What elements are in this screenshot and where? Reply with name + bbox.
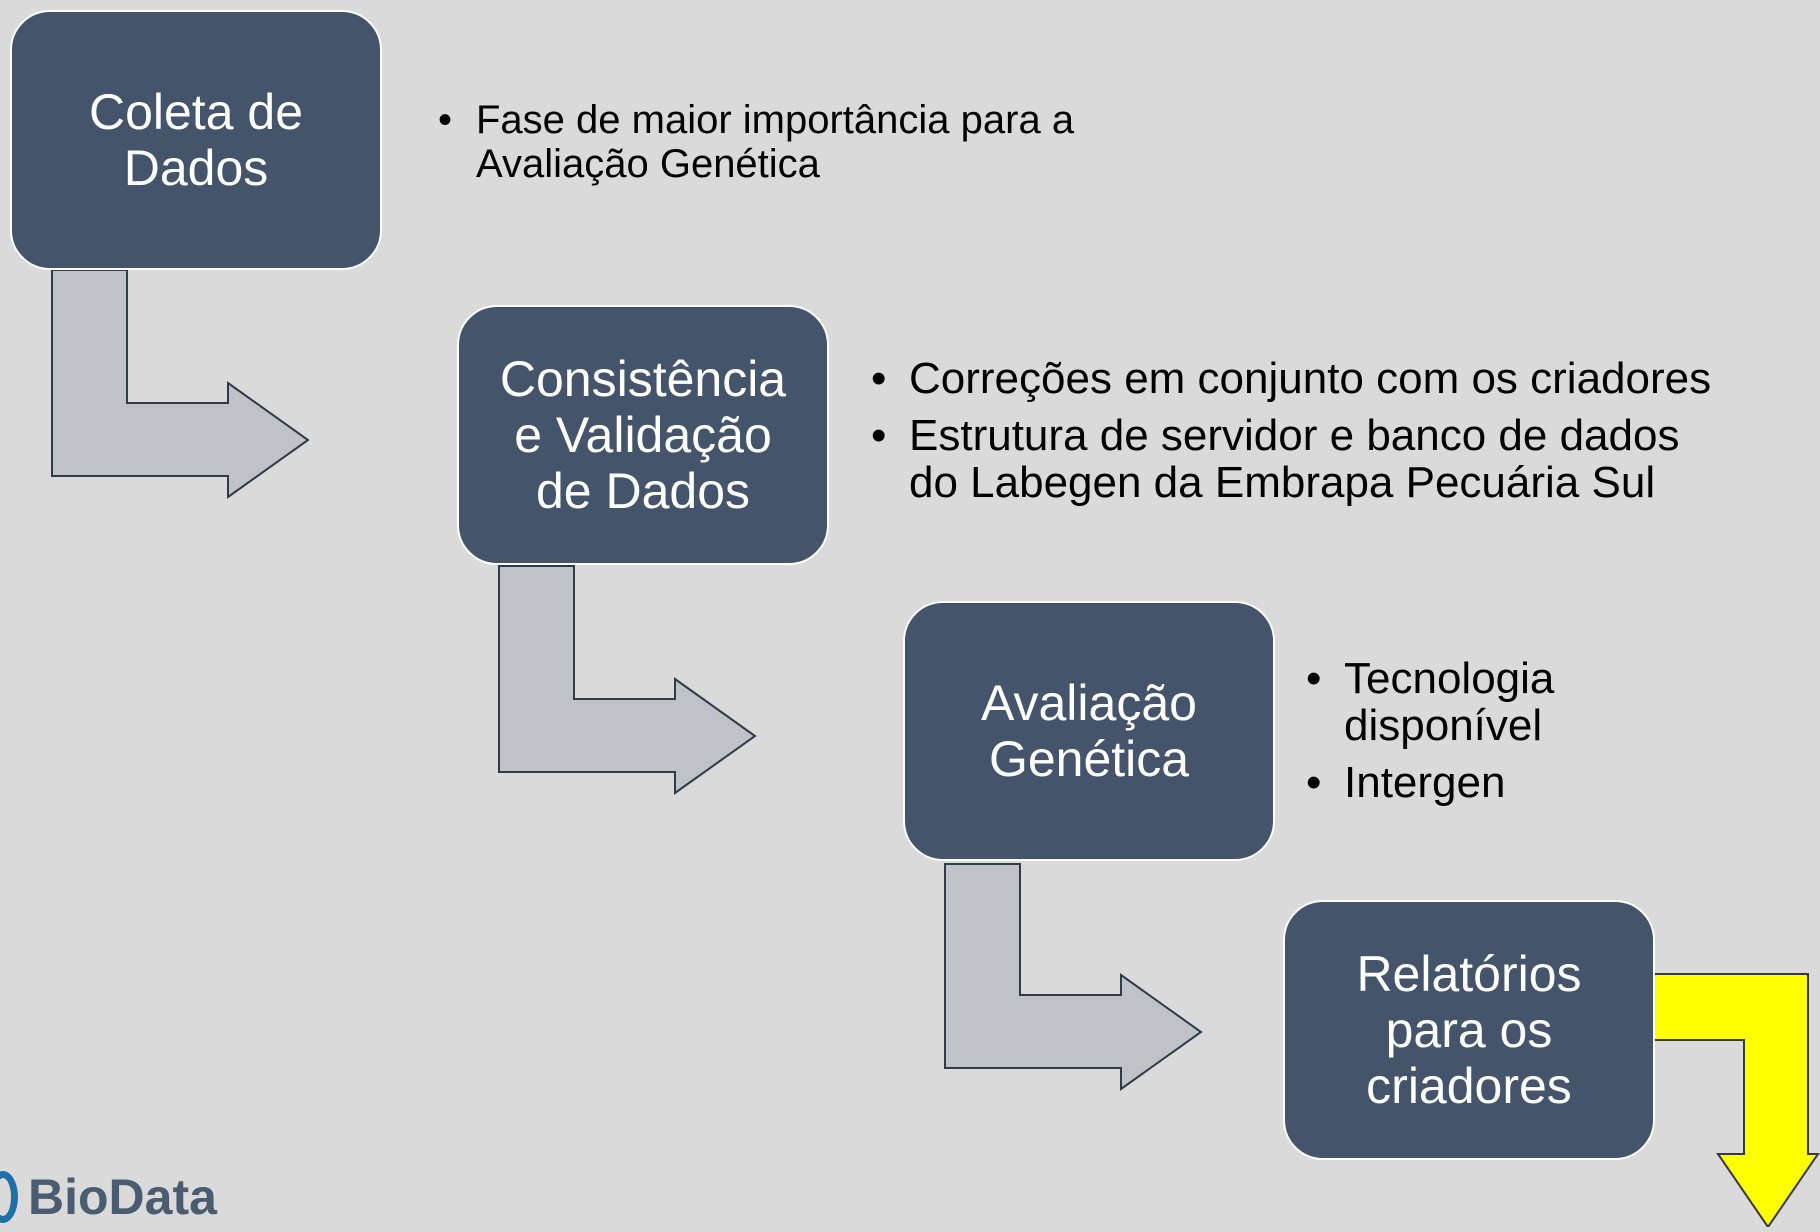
note-text: Fase de maior importância para a Avaliaç… xyxy=(476,98,1075,186)
step-label: Avaliação Genética xyxy=(981,675,1197,787)
notes-avaliacao-genetica: • Tecnologia disponível • Intergen xyxy=(1306,655,1636,816)
bullet-icon: • xyxy=(1306,758,1322,807)
connector-arrow-3 xyxy=(944,863,1203,1091)
step-box-consistencia-validacao: Consistência e Validação de Dados xyxy=(457,305,829,565)
biodata-logo: BioData xyxy=(0,1162,217,1232)
note-item: • Correções em conjunto com os criadores xyxy=(871,355,1771,402)
notes-consistencia-validacao: • Correções em conjunto com os criadores… xyxy=(871,355,1771,516)
logo-ring-icon xyxy=(0,1171,18,1223)
note-text: Correções em conjunto com os criadores xyxy=(909,354,1712,403)
step-box-avaliacao-genetica: Avaliação Genética xyxy=(903,601,1275,861)
note-item: • Intergen xyxy=(1306,759,1636,806)
step-label: Relatórios para os criadores xyxy=(1356,946,1582,1114)
step-box-relatorios: Relatórios para os criadores xyxy=(1283,900,1655,1160)
notes-coleta-de-dados: • Fase de maior importância para a Avali… xyxy=(438,98,1178,186)
note-text: Intergen xyxy=(1344,758,1506,807)
step-box-coleta-de-dados: Coleta de Dados xyxy=(10,10,382,270)
bullet-icon: • xyxy=(438,98,453,142)
output-arrow xyxy=(1623,973,1820,1227)
bullet-icon: • xyxy=(871,411,887,460)
bullet-icon: • xyxy=(871,354,887,403)
logo-text: BioData xyxy=(28,1169,217,1225)
connector-arrow-2 xyxy=(498,565,757,795)
note-text: Tecnologia disponível xyxy=(1344,654,1555,750)
step-label: Coleta de Dados xyxy=(88,84,304,196)
bullet-icon: • xyxy=(1306,654,1322,703)
note-item: • Fase de maior importância para a Avali… xyxy=(438,98,1178,186)
note-item: • Tecnologia disponível xyxy=(1306,655,1636,749)
note-text: Estrutura de servidor e banco de dados d… xyxy=(909,411,1680,507)
connector-arrow-1 xyxy=(51,269,310,499)
step-label: Consistência e Validação de Dados xyxy=(499,351,787,519)
note-item: • Estrutura de servidor e banco de dados… xyxy=(871,412,1771,506)
